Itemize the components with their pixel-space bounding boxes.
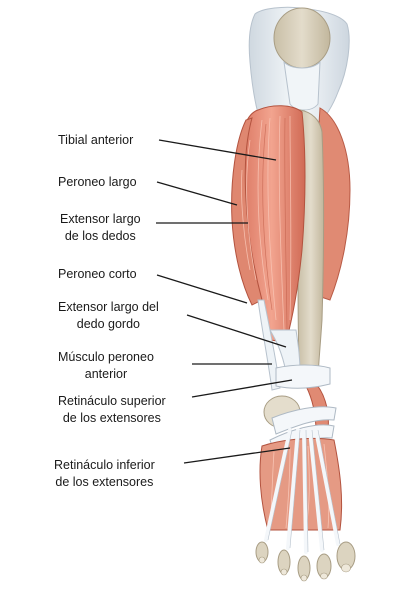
label-line: Tibial anterior [58, 133, 134, 147]
label-line: Peroneo corto [58, 267, 137, 281]
patellar-tendon [283, 60, 321, 111]
label-line: de los extensores [55, 475, 154, 489]
muscle-shadow-lines [262, 117, 288, 331]
label-line: de los dedos [64, 229, 136, 243]
label-line: Peroneo largo [58, 175, 137, 189]
label-musculo-peroneo-anterior: Músculo peroneo anterior [58, 349, 154, 383]
label-tibial-anterior: Tibial anterior [58, 132, 133, 149]
label-peroneo-corto: Peroneo corto [58, 266, 137, 283]
label-line: Retináculo superior [58, 394, 166, 408]
label-retinaculo-superior: Retináculo superior de los extensores [58, 393, 166, 427]
leader-extensor-dedo-gordo [186, 314, 287, 348]
leader-peroneo-largo [156, 181, 238, 206]
muscle-fibers [241, 115, 292, 331]
label-line: de los extensores [62, 411, 161, 425]
leader-retinaculo-superior [191, 379, 293, 398]
leader-lines [156, 139, 293, 464]
patella-bone [273, 7, 331, 69]
label-line: dedo gordo [76, 317, 141, 331]
label-extensor-largo-dedo-gordo: Extensor largo del dedo gordo [58, 299, 159, 333]
label-line: Músculo peroneo [58, 350, 154, 364]
toe-nails [258, 556, 351, 582]
label-retinaculo-inferior: Retináculo inferior de los extensores [54, 457, 155, 491]
leader-peroneo-corto [156, 274, 248, 304]
superior-retinaculum [275, 364, 331, 389]
peroneus-tendon [257, 299, 281, 391]
label-extensor-largo-dedos: Extensor largo de los dedos [60, 211, 141, 245]
label-peroneo-largo: Peroneo largo [58, 174, 137, 191]
label-line: Extensor largo [60, 212, 141, 226]
label-line: Extensor largo del [58, 300, 159, 314]
leader-retinaculo-inferior [183, 447, 291, 464]
label-line: Retináculo inferior [54, 458, 155, 472]
toes [255, 541, 356, 581]
label-line: anterior [84, 367, 128, 381]
leader-tibial-anterior [158, 139, 277, 161]
